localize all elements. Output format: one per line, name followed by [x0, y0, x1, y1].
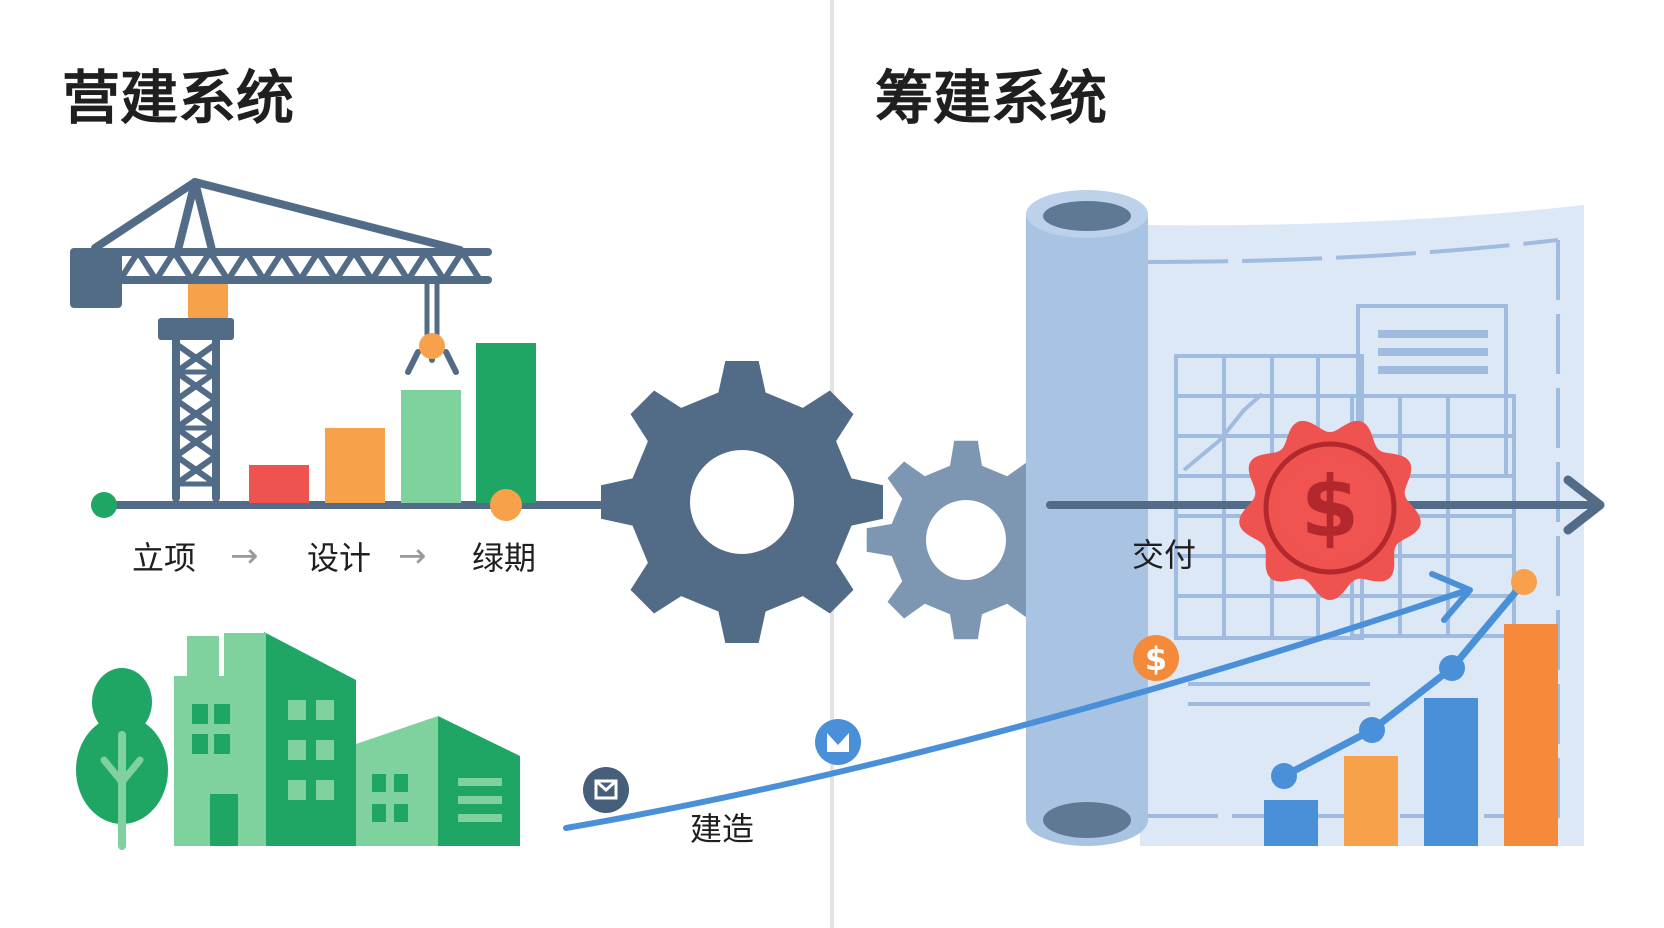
- growth-bar-red: [249, 465, 309, 503]
- connector-label: 建造: [690, 810, 754, 848]
- crane-slewing-deck: [158, 318, 234, 340]
- growth-bar-dark-green: [476, 343, 536, 503]
- buildings-icon: [174, 632, 520, 846]
- dollar-wax-seal-icon: $: [1239, 420, 1421, 600]
- shield-marker-icon: [815, 719, 861, 765]
- delivery-label: 交付: [1132, 536, 1196, 574]
- timeline-start-dot: [91, 492, 117, 518]
- stage-label-initiation: 立项: [132, 539, 196, 577]
- stage-arrow-1: →: [230, 536, 259, 576]
- seal-dollar-symbol: $: [1301, 458, 1359, 556]
- mail-marker-icon: [583, 767, 629, 813]
- tree-icon: [76, 668, 168, 850]
- stage-label-design: 设计: [307, 539, 371, 577]
- crane-counterweight: [70, 248, 122, 308]
- crane-hook-ball: [419, 333, 445, 359]
- coin-dollar-symbol: $: [1145, 640, 1167, 678]
- timeline-milestone-dot: [490, 489, 522, 521]
- delivery-arrow-head: [1563, 475, 1605, 535]
- build-connector-arrowhead: [1429, 571, 1473, 623]
- stage-label-green-period: 绿期: [472, 539, 536, 577]
- build-connector-curve: [563, 589, 1465, 831]
- right-panel-title: 筹建系统: [875, 64, 1107, 132]
- stage-arrow-2: →: [398, 536, 427, 576]
- gear-icon: [601, 361, 1066, 643]
- tower-crane-icon: [91, 178, 492, 502]
- crane-cab: [188, 284, 228, 318]
- growth-bar-orange: [325, 428, 385, 503]
- dollar-coin-icon: $: [1133, 635, 1179, 681]
- growth-bar-light-green: [401, 390, 461, 503]
- left-panel-title: 营建系统: [62, 64, 294, 132]
- growth-chart-illustration: [1264, 569, 1558, 846]
